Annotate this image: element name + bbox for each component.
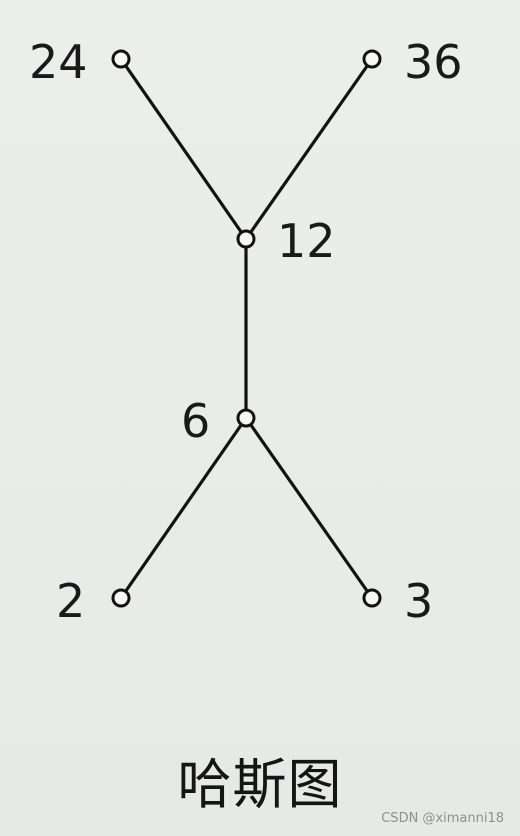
label-12: 12 <box>277 214 336 268</box>
edge-6-3 <box>244 416 374 600</box>
source-watermark: CSDN @ximanni18 <box>381 811 504 826</box>
node-3 <box>362 588 382 608</box>
edge-36-12 <box>244 57 374 241</box>
label-3: 3 <box>404 574 433 628</box>
node-36 <box>362 49 382 69</box>
label-24: 24 <box>29 35 88 89</box>
edge-24-12 <box>119 57 248 241</box>
node-2 <box>111 588 131 608</box>
node-12 <box>236 229 256 249</box>
node-6 <box>236 408 256 428</box>
label-6: 6 <box>181 394 210 448</box>
node-24 <box>111 49 131 69</box>
diagram-caption: 哈斯图 <box>177 753 343 816</box>
label-36: 36 <box>404 35 463 89</box>
edge-6-2 <box>119 416 248 600</box>
label-2: 2 <box>56 574 85 628</box>
